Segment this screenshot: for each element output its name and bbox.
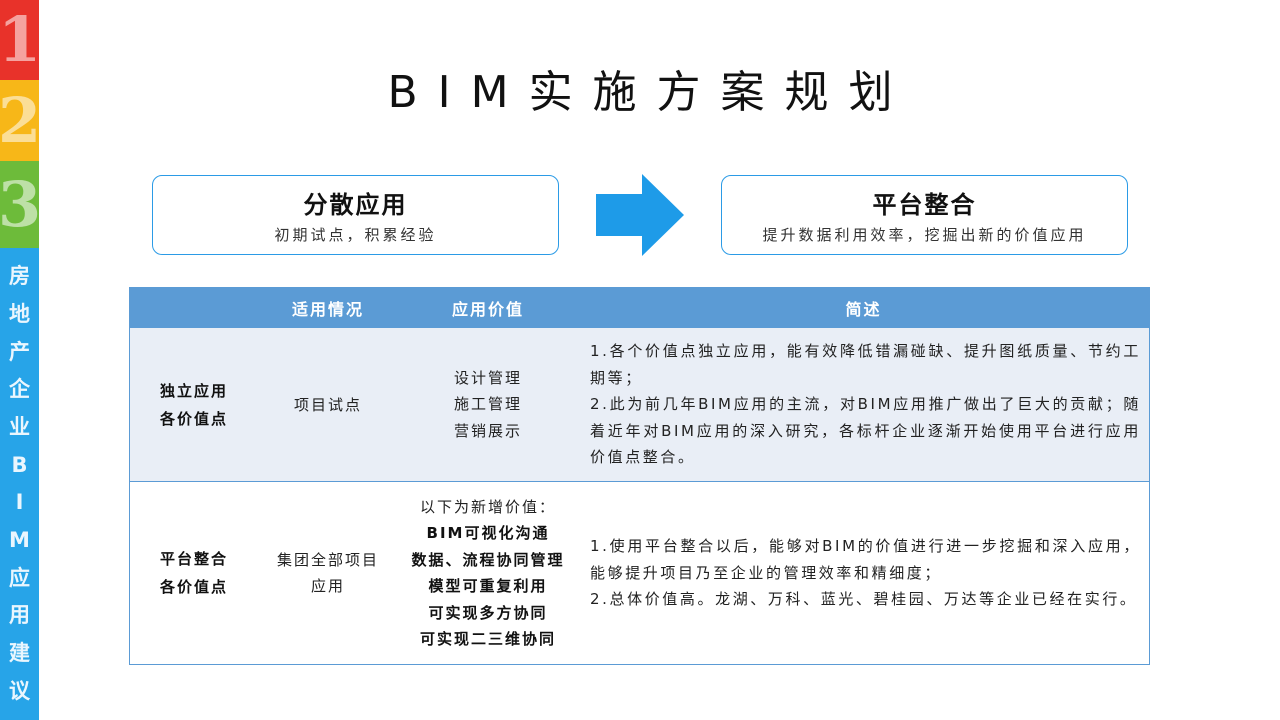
sidebar-segment-3: 3 bbox=[0, 161, 39, 248]
value-item: BIM可视化沟通 bbox=[426, 524, 550, 542]
value-intro: 以下为新增价值： bbox=[419, 497, 556, 516]
header-cell-empty bbox=[129, 287, 258, 328]
sidebar-vertical-char: B bbox=[11, 452, 28, 477]
scope-line: 项目试点 bbox=[293, 395, 362, 414]
row-label-line: 各价值点 bbox=[159, 409, 228, 428]
desc-paragraph: 2.此为前几年BIM应用的主流，对BIM应用推广做出了巨大的贡献；随着近年对BI… bbox=[590, 395, 1141, 467]
sidebar-vertical-char: 业 bbox=[9, 414, 30, 439]
scattered-application-box: 分散应用 初期试点，积累经验 bbox=[152, 175, 559, 255]
desc-paragraph: 2.总体价值高。龙湖、万科、蓝光、碧桂园、万达等企业已经在实行。 bbox=[590, 590, 1138, 609]
row-label-line: 各价值点 bbox=[159, 578, 228, 596]
value-item: 数据、流程协同管理 bbox=[411, 550, 565, 569]
value-item: 模型可重复利用 bbox=[428, 577, 548, 595]
box-subtitle: 初期试点，积累经验 bbox=[274, 226, 437, 244]
row-scope: 项目试点 bbox=[258, 328, 398, 482]
sidebar-number-2: 2 bbox=[0, 83, 39, 157]
sidebar-vertical-char: 产 bbox=[9, 339, 30, 364]
row-description: 1.各个价值点独立应用，能有效降低错漏碰缺、提升图纸质量、节约工期等； 2.此为… bbox=[578, 328, 1150, 482]
arrow-right-icon bbox=[596, 174, 684, 256]
platform-integration-box: 平台整合 提升数据利用效率，挖掘出新的价值应用 bbox=[721, 175, 1128, 255]
sidebar-vertical-char: 房 bbox=[9, 264, 30, 289]
sidebar-vertical-char: 用 bbox=[9, 603, 30, 628]
sidebar-number-1: 1 bbox=[0, 3, 39, 76]
value-item: 设计管理 bbox=[453, 368, 522, 387]
sidebar-vertical-char: 议 bbox=[9, 678, 30, 703]
sidebar-number-3: 3 bbox=[0, 167, 39, 241]
header-cell-desc: 简述 bbox=[578, 287, 1150, 328]
sidebar-segment-1: 1 bbox=[0, 0, 39, 80]
row-label: 独立应用 各价值点 bbox=[129, 328, 258, 482]
sidebar-vertical-char: I bbox=[15, 490, 24, 515]
value-item: 可实现多方协同 bbox=[428, 603, 548, 622]
bim-plan-table: 适用情况 应用价值 简述 独立应用 各价值点 项目试点 设计管理 施工管理 营销… bbox=[129, 287, 1150, 665]
desc-paragraph: 1.使用平台整合以后，能够对BIM的价值进行进一步挖掘和深入应用，能够提升项目乃… bbox=[590, 537, 1141, 582]
row-values: 以下为新增价值： BIM可视化沟通 数据、流程协同管理 模型可重复利用 可实现多… bbox=[398, 481, 578, 665]
row-description: 1.使用平台整合以后，能够对BIM的价值进行进一步挖掘和深入应用，能够提升项目乃… bbox=[578, 481, 1150, 665]
box-title: 平台整合 bbox=[872, 191, 977, 219]
row-label: 平台整合 各价值点 bbox=[129, 481, 258, 665]
table-row: 独立应用 各价值点 项目试点 设计管理 施工管理 营销展示 1.各个价值点独立应… bbox=[129, 328, 1150, 482]
value-item: 可实现二三维协同 bbox=[419, 630, 556, 648]
header-cell-scope: 适用情况 bbox=[258, 287, 398, 328]
page-title: BIM实施方案规划 bbox=[387, 67, 913, 118]
table-header-row: 适用情况 应用价值 简述 bbox=[129, 287, 1150, 328]
table-row: 平台整合 各价值点 集团全部项目 应用 以下为新增价值： BIM可视化沟通 数据… bbox=[129, 481, 1150, 665]
sidebar-vertical-char: 应 bbox=[9, 565, 30, 590]
desc-paragraph: 1.各个价值点独立应用，能有效降低错漏碰缺、提升图纸质量、节约工期等； bbox=[590, 342, 1141, 387]
sidebar-vertical-char: 建 bbox=[9, 640, 30, 665]
row-values: 设计管理 施工管理 营销展示 bbox=[398, 328, 578, 482]
row-label-line: 独立应用 bbox=[159, 381, 228, 400]
header-cell-value: 应用价值 bbox=[398, 287, 578, 328]
box-subtitle: 提升数据利用效率，挖掘出新的价值应用 bbox=[762, 226, 1087, 244]
row-label-line: 平台整合 bbox=[159, 550, 228, 568]
sidebar-vertical-char: 地 bbox=[9, 301, 30, 326]
sidebar-segment-2: 2 bbox=[0, 80, 39, 161]
box-title: 分散应用 bbox=[303, 191, 408, 219]
value-item: 施工管理 bbox=[453, 395, 522, 414]
sidebar-vertical-char: 企 bbox=[9, 377, 30, 402]
value-item: 营销展示 bbox=[453, 421, 522, 440]
scope-line: 集团全部项目 bbox=[276, 551, 379, 569]
sidebar-vertical-char: M bbox=[9, 527, 30, 552]
scope-line: 应用 bbox=[310, 577, 345, 595]
row-scope: 集团全部项目 应用 bbox=[258, 481, 398, 665]
